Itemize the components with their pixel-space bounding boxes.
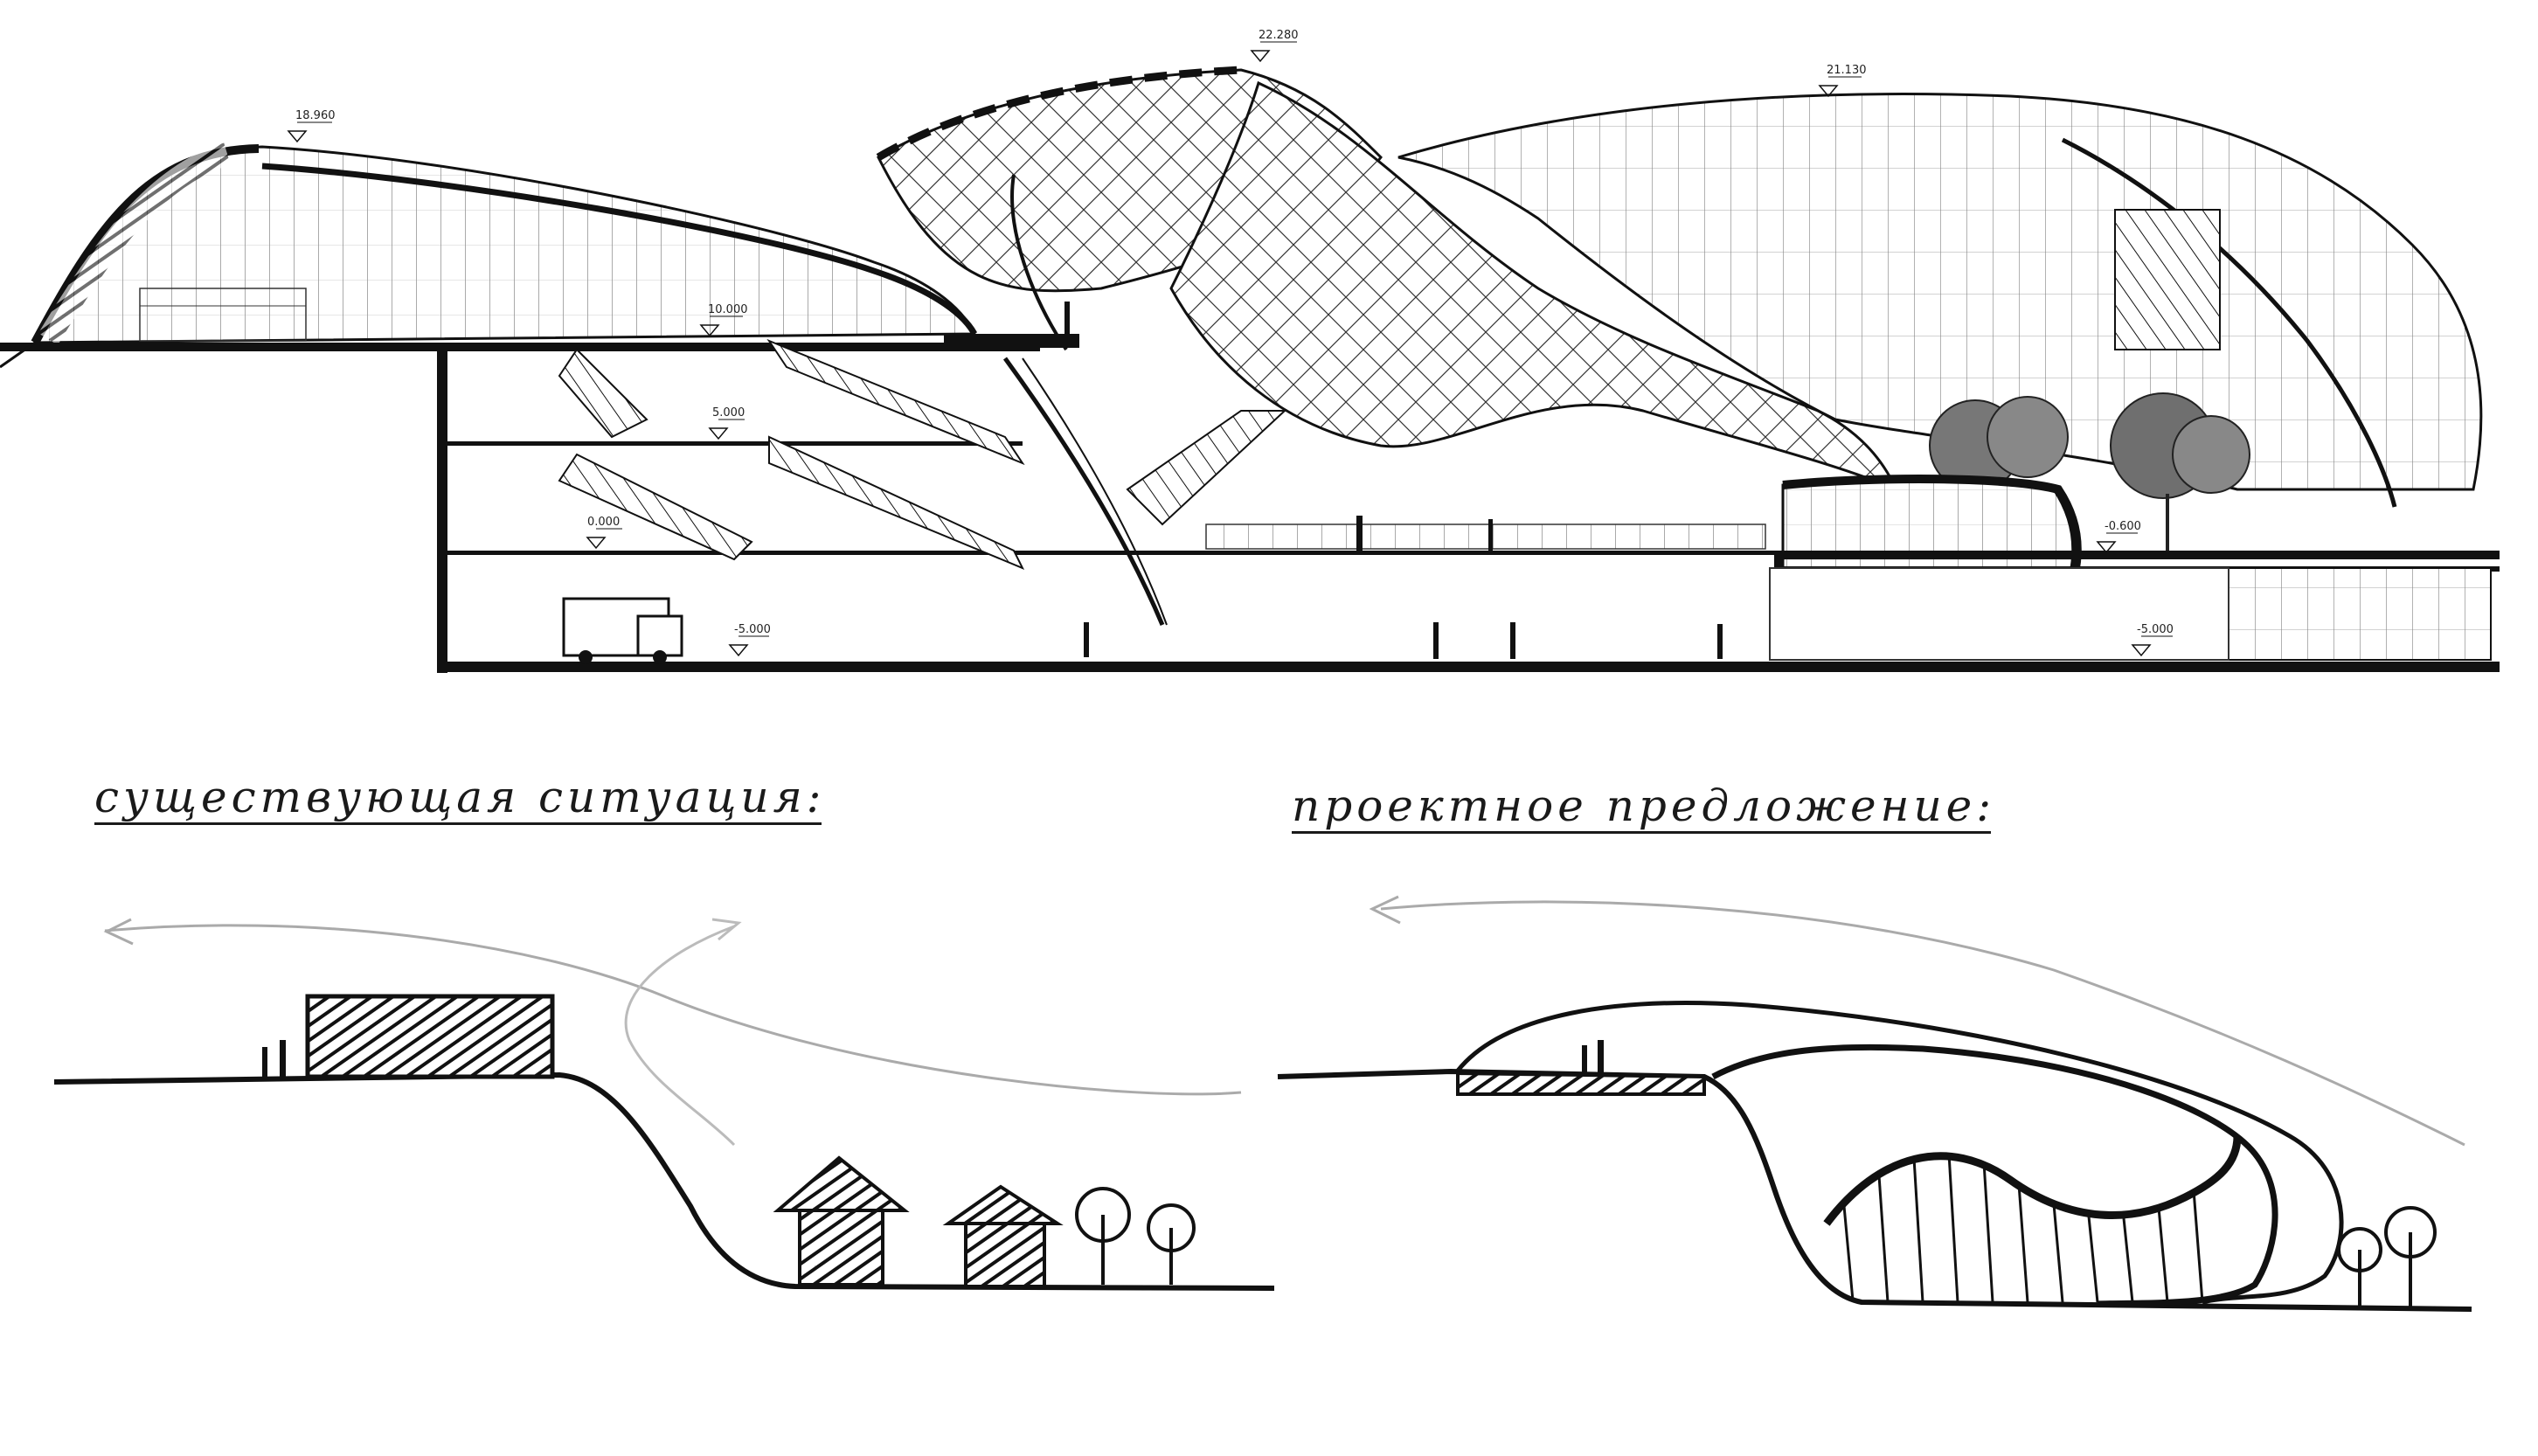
svg-text:0.000: 0.000 [587,516,620,529]
proposal-plaza-slab [1456,1071,1706,1096]
svg-text:10.000: 10.000 [708,303,748,316]
elevation-mark: 0.000 [586,516,622,550]
small-house-2 [942,1184,1064,1288]
caption-proposal-colon: : [1976,780,1992,831]
svg-text:21.130: 21.130 [1827,64,1867,77]
left-roof-shell [31,142,978,345]
elevation-mark: 21.130 [1818,64,1867,98]
proposal-facade-lines [1842,1153,2204,1303]
tree-sketch [1147,1203,1196,1285]
tree-sketch [2337,1227,2382,1307]
wind-arrow-proposal [1380,900,2465,1147]
trees [1929,392,2250,559]
elevation-mark: 5.000 [708,406,745,440]
person-figure [1582,1045,1587,1075]
terrain-proposal [1277,1068,2472,1312]
sketch-proposal [1277,895,2472,1312]
elevation-mark: 18.960 [287,109,336,143]
concept-sketches [53,895,2472,1312]
small-house-1 [773,1155,910,1286]
stadium-dome [1397,93,2483,508]
ribbon-wing [1169,80,1900,492]
person-figure [262,1047,267,1077]
truck [562,597,683,664]
people [1064,302,1723,659]
person-figure [1598,1040,1604,1075]
svg-text:-0.600: -0.600 [2105,520,2141,533]
elevation-mark: -5.000 [2131,623,2174,657]
svg-text:5.000: 5.000 [712,406,745,419]
structural-frame [0,334,2500,673]
sketch-existing [53,918,1275,1291]
tree-sketch [1075,1187,1131,1285]
caption-existing-text: существующая ситуация [94,772,807,822]
wind-arrow-existing [104,924,1242,1096]
wind-swirl-existing-head [711,918,742,941]
svg-text:18.960: 18.960 [295,109,336,122]
building-existing [305,994,555,1079]
ground-line [0,341,36,369]
proposal-outer-shell [1456,1001,2344,1305]
proposal-wave-roof [1823,1135,2242,1226]
svg-text:22.280: 22.280 [1259,29,1299,42]
building-cross-section: 18.960 22.280 21.130 10.000 5.000 0.000 [0,29,2500,673]
elevation-markers: 18.960 22.280 21.130 10.000 5.000 0.000 [287,29,2174,657]
caption-proposal-text: проектное предложение [1292,780,1977,831]
elevation-mark: 10.000 [699,303,748,337]
wind-arrow-existing-head [103,918,134,946]
svg-text:-5.000: -5.000 [2137,623,2174,636]
elevation-mark: -5.000 [728,623,771,657]
wind-swirl-existing [624,925,736,1147]
svg-text:-5.000: -5.000 [734,623,771,636]
escalators [558,338,1766,570]
elevation-mark: 22.280 [1250,29,1299,63]
caption-design-proposal: проектное предложение: [1292,780,1992,834]
caption-existing-colon: : [806,772,822,822]
caption-existing-situation: существующая ситуация: [94,774,822,825]
elevation-mark: -0.600 [2096,520,2141,554]
person-figure [280,1040,286,1077]
terrain-existing [53,1071,1275,1291]
proposal-inner-shell [1711,1043,2278,1307]
terrace-pavilion [1781,475,2082,570]
wind-arrow-proposal-head [1369,895,1401,925]
tree-sketch [2384,1206,2437,1307]
